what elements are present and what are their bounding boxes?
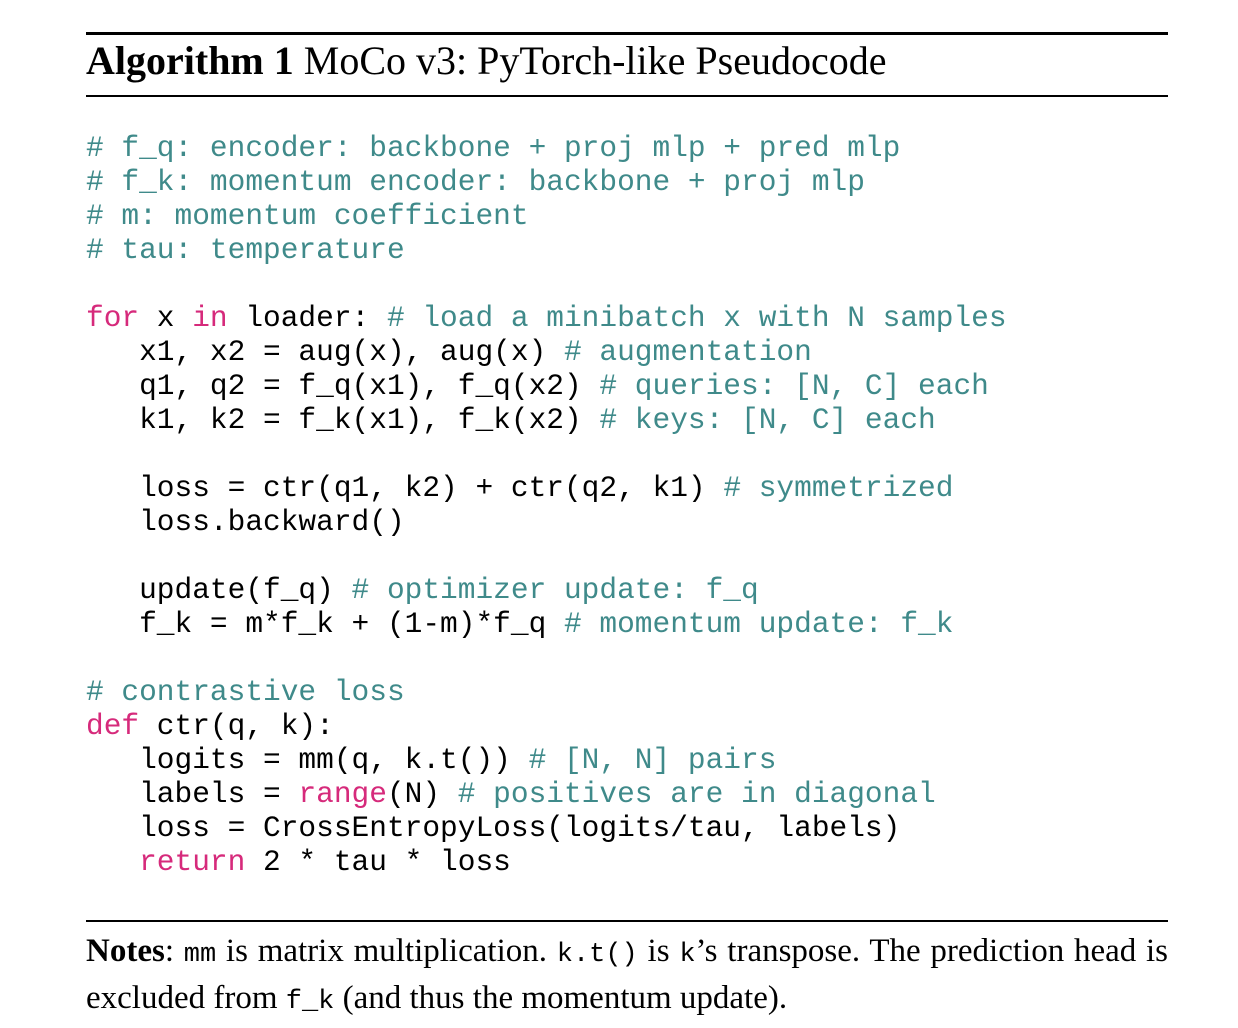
code-text: labels =	[86, 777, 299, 811]
code-comment: # m: momentum coefficient	[86, 199, 529, 233]
code-comment: # keys: [N, C] each	[599, 403, 936, 437]
code-line: q1, q2 = f_q(x1), f_q(x2) # queries: [N,…	[86, 369, 1007, 403]
notes-code-mm: mm	[183, 940, 217, 970]
code-text	[86, 845, 139, 879]
notes-code-k: k	[679, 940, 696, 970]
code-line: update(f_q) # optimizer update: f_q	[86, 573, 1007, 607]
notes-code-fk: f_k	[285, 987, 335, 1017]
code-comment: # tau: temperature	[86, 233, 405, 267]
code-line: f_k = m*f_k + (1-m)*f_q # momentum updat…	[86, 607, 1007, 641]
pseudocode-block: # f_q: encoder: backbone + proj mlp + pr…	[86, 131, 1007, 879]
algorithm-caption: MoCo v3: PyTorch-like Pseudocode	[303, 38, 887, 83]
code-line: # contrastive loss	[86, 675, 1007, 709]
code-keyword: for	[86, 301, 140, 335]
code-keyword: return	[139, 845, 246, 879]
code-line	[86, 539, 1007, 573]
code-comment: # positives are in diagonal	[457, 777, 936, 811]
notes-text: (and thus the momentum update).	[334, 980, 788, 1016]
title-rule	[86, 95, 1168, 97]
code-text: update(f_q)	[86, 573, 352, 607]
code-line: return 2 * tau * loss	[86, 845, 1007, 879]
code-comment: # augmentation	[563, 335, 812, 369]
algorithm-label: Algorithm 1	[86, 38, 294, 83]
code-comment: # f_q: encoder: backbone + proj mlp + pr…	[86, 131, 901, 165]
code-text: logits = mm(q, k.t())	[86, 743, 529, 777]
code-line: labels = range(N) # positives are in dia…	[86, 777, 1007, 811]
code-line: # tau: temperature	[86, 233, 1007, 267]
notes-text: :	[164, 933, 184, 969]
code-comment: # f_k: momentum encoder: backbone + proj…	[86, 165, 865, 199]
code-text: 2 * tau * loss	[245, 845, 511, 879]
code-comment: # optimizer update: f_q	[351, 573, 759, 607]
code-line: for x in loader: # load a minibatch x wi…	[86, 301, 1007, 335]
code-comment: # contrastive loss	[86, 675, 405, 709]
code-line	[86, 641, 1007, 675]
bottom-rule	[86, 920, 1168, 922]
code-text: loss = CrossEntropyLoss(logits/tau, labe…	[86, 811, 901, 845]
code-keyword: range	[298, 777, 387, 811]
code-line: loss = ctr(q1, k2) + ctr(q2, k1) # symme…	[86, 471, 1007, 505]
code-comment: # load a minibatch x with N samples	[386, 301, 1007, 335]
code-text: loader:	[227, 301, 387, 335]
code-line: # m: momentum coefficient	[86, 199, 1007, 233]
code-text: k1, k2 = f_k(x1), f_k(x2)	[86, 403, 600, 437]
code-text: (N)	[386, 777, 458, 811]
code-text: loss = ctr(q1, k2) + ctr(q2, k1)	[86, 471, 724, 505]
code-line: k1, k2 = f_k(x1), f_k(x2) # keys: [N, C]…	[86, 403, 1007, 437]
code-line: # f_k: momentum encoder: backbone + proj…	[86, 165, 1007, 199]
code-keyword: in	[192, 301, 228, 335]
code-line: loss = CrossEntropyLoss(logits/tau, labe…	[86, 811, 1007, 845]
notes-paragraph: Notes: mm is matrix multiplication. k.t(…	[86, 930, 1168, 1024]
code-line: # f_q: encoder: backbone + proj mlp + pr…	[86, 131, 1007, 165]
code-text: ctr(q, k):	[139, 709, 334, 743]
code-line: def ctr(q, k):	[86, 709, 1007, 743]
notes-text: ’s transpose. The prediction head is exc…	[86, 933, 1169, 1016]
code-comment: # symmetrized	[723, 471, 954, 505]
code-line: loss.backward()	[86, 505, 1007, 539]
code-text: x1, x2 = aug(x), aug(x)	[86, 335, 564, 369]
code-line	[86, 267, 1007, 301]
code-comment: # momentum update: f_k	[563, 607, 954, 641]
code-line: logits = mm(q, k.t()) # [N, N] pairs	[86, 743, 1007, 777]
code-line: x1, x2 = aug(x), aug(x) # augmentation	[86, 335, 1007, 369]
code-text: f_k = m*f_k + (1-m)*f_q	[86, 607, 564, 641]
code-text: loss.backward()	[86, 505, 405, 539]
code-text: q1, q2 = f_q(x1), f_q(x2)	[86, 369, 600, 403]
algorithm-title: Algorithm 1 MoCo v3: PyTorch-like Pseudo…	[86, 38, 886, 84]
code-comment: # queries: [N, C] each	[599, 369, 989, 403]
code-keyword: def	[86, 709, 140, 743]
notes-text: is matrix multiplication.	[216, 933, 557, 969]
top-rule	[86, 32, 1168, 35]
notes-label: Notes	[86, 933, 165, 969]
code-text: x	[139, 301, 193, 335]
notes-text: is	[637, 933, 680, 969]
notes-code-kt: k.t()	[556, 940, 638, 970]
code-line	[86, 437, 1007, 471]
code-comment: # [N, N] pairs	[528, 743, 777, 777]
